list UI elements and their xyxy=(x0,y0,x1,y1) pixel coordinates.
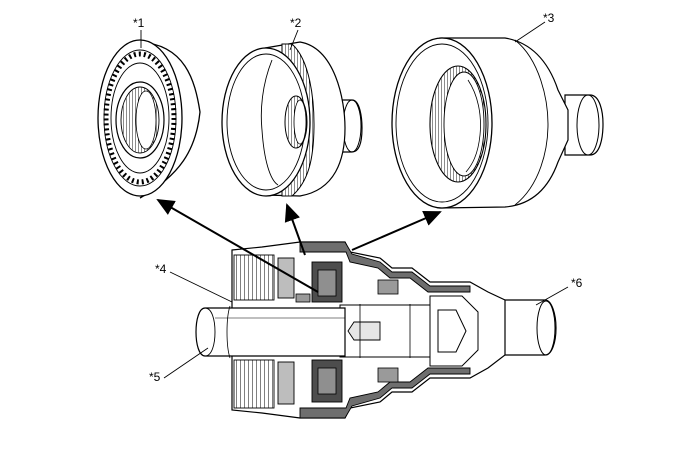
callout-label-5: *5 xyxy=(149,370,161,384)
part-3-drum xyxy=(391,37,604,209)
callout-label-3: *3 xyxy=(543,11,555,25)
leader-lines xyxy=(140,21,569,379)
callout-label-2: *2 xyxy=(290,16,302,30)
callout-label-1: *1 xyxy=(133,16,145,30)
callout-label-4: *4 xyxy=(155,262,167,276)
exploded-view-arrows xyxy=(156,199,442,293)
part-2-ring-gear-drum xyxy=(221,41,363,197)
part-1-bearing xyxy=(97,39,201,199)
callout-label-6: *6 xyxy=(571,276,583,290)
clutch-assembly-section xyxy=(195,241,557,419)
